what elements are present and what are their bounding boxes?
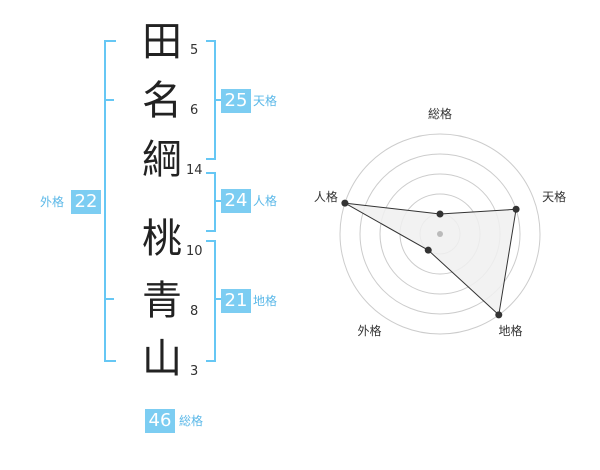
given-char-3: 山 [142,336,182,382]
radar-axis-label-4: 外格 [357,323,381,338]
surname-char-3: 綱 [142,137,182,183]
jinkaku-bracket [206,172,216,232]
gaikaku-bracket [104,40,116,362]
surname-strokes-2: 6 [190,103,199,118]
jinkaku-tick [214,200,222,202]
radar-point-5 [341,199,349,207]
radar-grid-ring-4 [359,153,521,315]
chikaku-label: 地格 [253,294,278,308]
given-strokes-2: 8 [190,304,199,319]
given-strokes-3: 3 [190,364,199,379]
radar-point-4 [424,246,432,254]
gaikaku-tick-2 [104,298,114,300]
jinkaku-label: 人格 [253,194,278,208]
radar-axis-label-2: 天格 [542,189,566,204]
given-strokes-1: 10 [186,244,203,259]
radar-data-polygon [344,202,517,316]
radar-center-dot [437,231,443,237]
jinkaku-score-badge: 24 [221,189,251,213]
radar-point-2 [512,205,520,213]
soukaku-score-badge: 46 [145,409,175,433]
gaikaku-score-badge: 22 [71,190,101,214]
radar-point-3 [495,311,503,319]
radar-axis-label-5: 人格 [314,189,338,204]
radar-grid-ring-5 [339,133,541,335]
gaikaku-label: 外格 [40,195,65,209]
surname-strokes-1: 5 [190,43,199,58]
chikaku-tick [214,298,222,300]
given-char-2: 青 [142,278,182,324]
surname-char-2: 名 [142,78,182,124]
radar-point-1 [436,210,444,218]
tenkaku-label: 天格 [253,94,278,108]
soukaku-label: 総格 [179,414,204,428]
surname-char-1: 田 [142,19,182,65]
chikaku-score-badge: 21 [221,289,251,313]
given-char-1: 桃 [142,216,182,262]
tenkaku-tick [214,99,222,101]
radar-axis-label-1: 総格 [428,106,452,121]
surname-strokes-3: 14 [186,163,203,178]
tenkaku-score-badge: 25 [221,89,251,113]
chikaku-bracket [206,240,216,362]
gaikaku-tick-1 [104,99,114,101]
radar-axis-label-3: 地格 [499,323,523,338]
